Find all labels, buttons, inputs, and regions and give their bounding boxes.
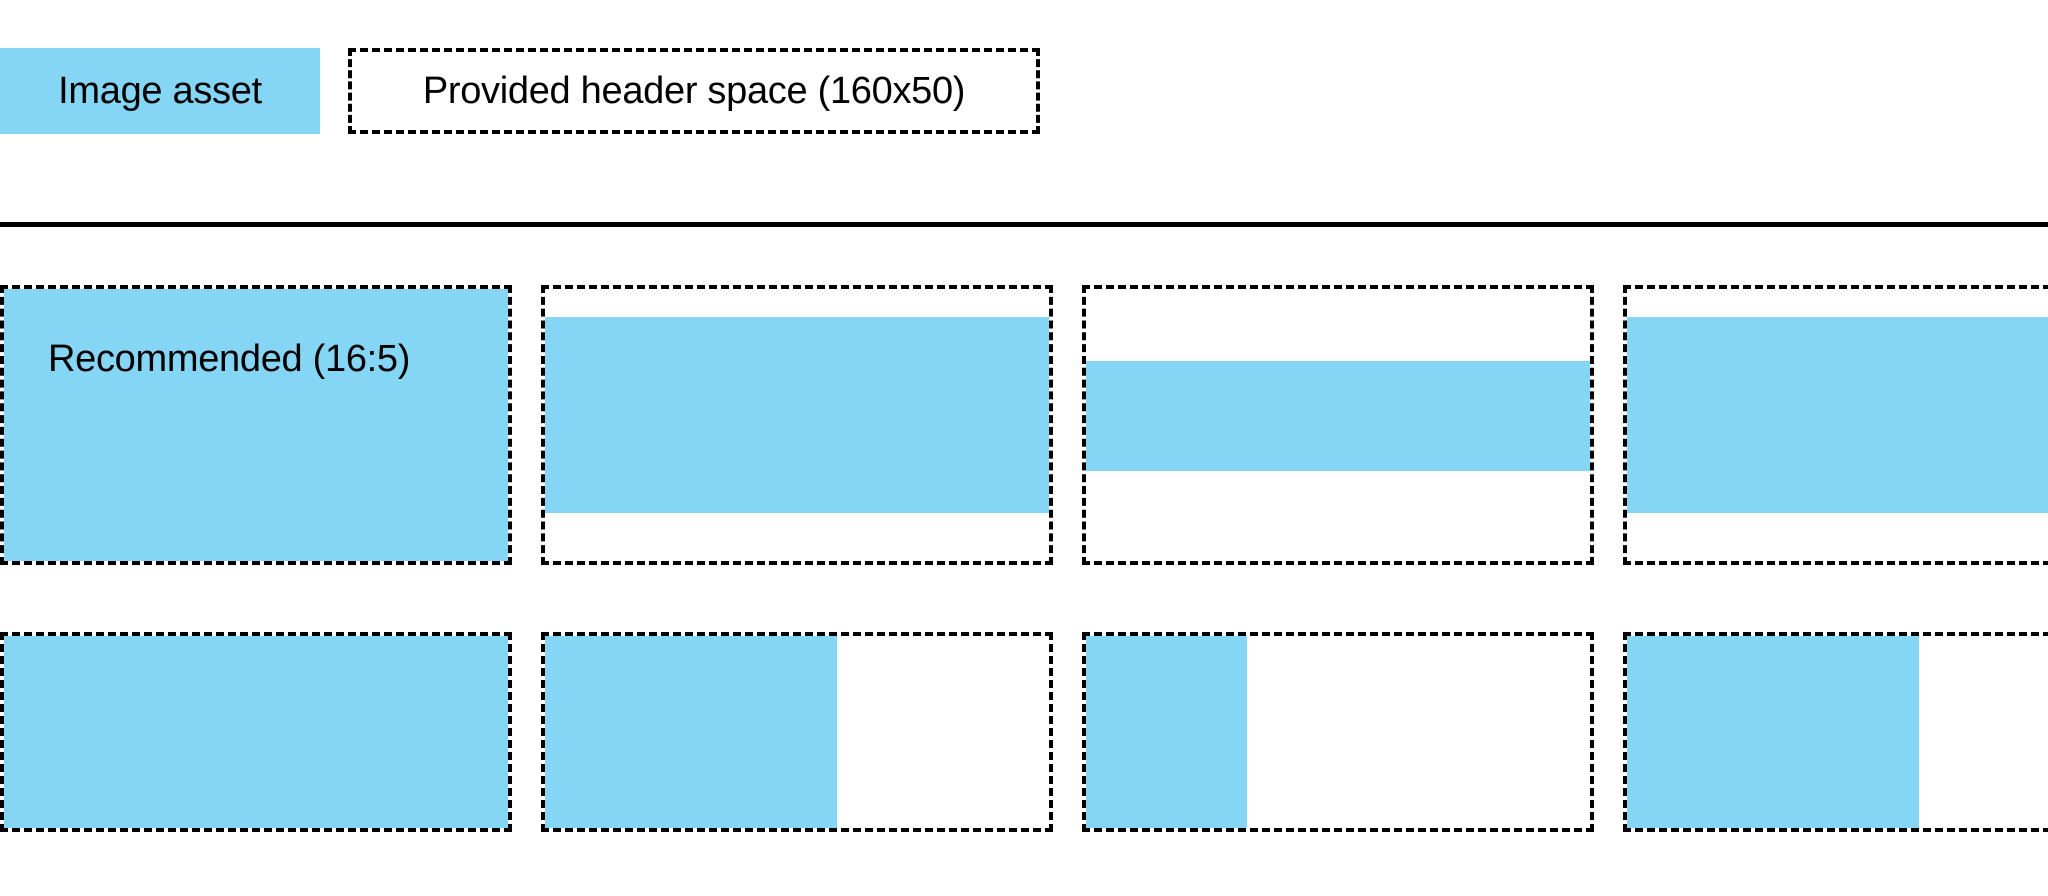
asset-fill-r1c2 — [1086, 636, 1248, 828]
horizontal-rule — [0, 222, 2048, 227]
spec-cell-r1c0 — [0, 632, 512, 832]
spec-cell-r1c1 — [541, 632, 1053, 832]
legend-header-space-outline: Provided header space (160x50) — [348, 48, 1040, 134]
spec-cell-r0c2 — [1082, 285, 1594, 565]
spec-cell-r0c1 — [541, 285, 1053, 565]
spec-cell-r1c2 — [1082, 632, 1594, 832]
asset-fill-r1c1 — [545, 636, 838, 828]
legend-image-asset-label: Image asset — [58, 70, 262, 112]
legend-header-space-label: Provided header space (160x50) — [422, 70, 966, 112]
spec-cell-r1c3 — [1623, 632, 2048, 832]
asset-fill-r1c0 — [4, 636, 508, 828]
spec-cell-r0c3 — [1623, 285, 2048, 565]
legend-image-asset-swatch: Image asset — [0, 48, 320, 134]
asset-fill-r1c3 — [1627, 636, 1920, 828]
asset-fill-r0c2 — [1086, 361, 1590, 471]
asset-fill-r0c0 — [4, 289, 508, 561]
asset-fill-r0c3 — [1627, 317, 2048, 513]
asset-fill-r0c1 — [545, 317, 1049, 513]
spec-cell-r0c0 — [0, 285, 512, 565]
recommended-ratio-label: Recommended (16:5) — [48, 338, 411, 380]
